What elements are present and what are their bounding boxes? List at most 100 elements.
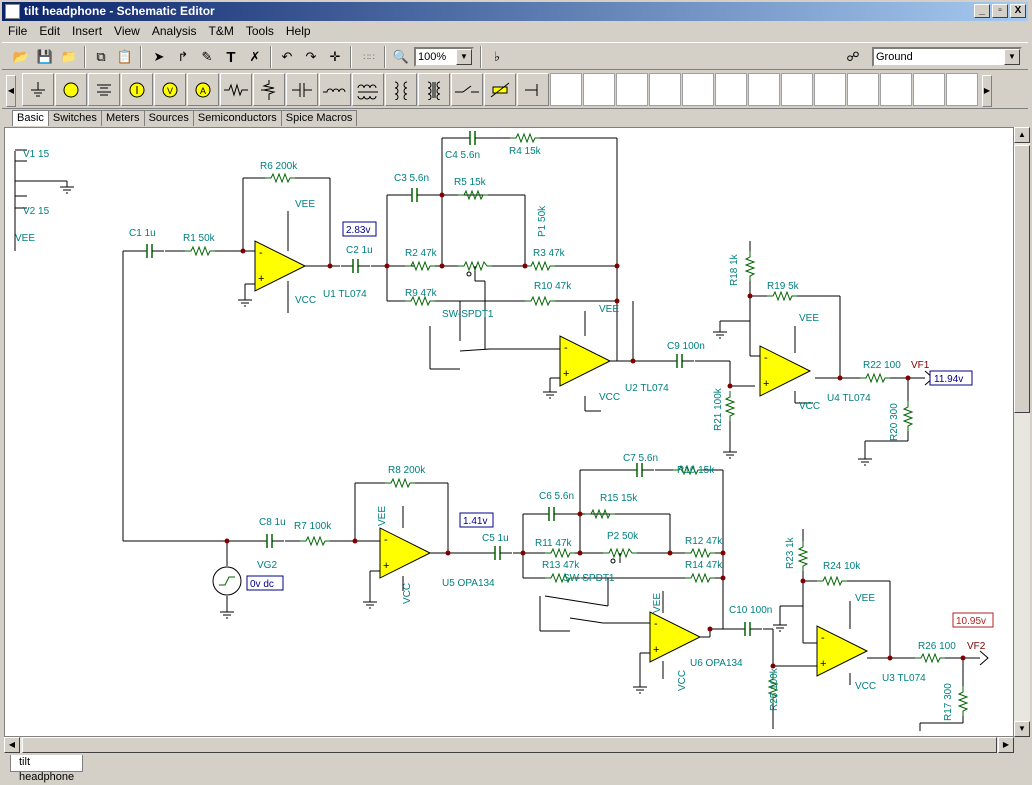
scroll-left-icon[interactable]: ◀	[4, 737, 20, 753]
palette-slot-empty[interactable]	[781, 73, 813, 106]
tab-basic[interactable]: Basic	[12, 110, 49, 126]
junction-icon[interactable]: ✛	[329, 49, 341, 64]
schematic-canvas[interactable]: -+ V1 15 V2 15 VEE	[4, 127, 1014, 737]
vertical-scrollbar[interactable]: ▲ ▼	[1014, 127, 1030, 737]
palette-slot-empty[interactable]	[550, 73, 582, 106]
varistor-icon[interactable]	[484, 73, 516, 106]
palette-slot-empty[interactable]	[649, 73, 681, 106]
vertical-scroll-thumb[interactable]	[1014, 145, 1030, 413]
menu-file[interactable]: File	[8, 24, 28, 38]
tab-spice-macros[interactable]: Spice Macros	[280, 110, 358, 126]
resistor-icon[interactable]	[220, 73, 252, 106]
horizontal-scrollbar[interactable]: ◀ ▶	[4, 737, 1014, 753]
menu-insert[interactable]: Insert	[72, 24, 103, 38]
component-select[interactable]: Ground▼	[872, 47, 1022, 67]
transformer-icon[interactable]	[385, 73, 417, 106]
undo-icon[interactable]: ↶	[281, 49, 293, 64]
palette-slot-empty[interactable]	[748, 73, 780, 106]
u1-label: U1 TL074	[323, 289, 367, 300]
transformer-ct-icon[interactable]	[418, 73, 450, 106]
zoom-select[interactable]: 100%▼	[414, 47, 474, 67]
scroll-up-icon[interactable]: ▲	[1014, 127, 1030, 143]
r2-label: R2 47k	[405, 248, 438, 259]
menu-edit[interactable]: Edit	[39, 24, 61, 38]
tab-semiconductors[interactable]: Semiconductors	[192, 110, 282, 126]
menu-tools[interactable]: Tools	[245, 24, 274, 38]
restore-button[interactable]: ▫	[992, 4, 1008, 18]
palette-tabs: Basic Switches Meters Sources Semiconduc…	[12, 110, 358, 126]
u3-vee-label: VEE	[855, 593, 875, 604]
pencil-icon[interactable]: ✎	[201, 49, 213, 64]
menu-tm[interactable]: T&M	[208, 24, 234, 38]
tab-sources[interactable]: Sources	[143, 110, 194, 126]
save-icon[interactable]: 💾	[36, 49, 54, 64]
scroll-down-icon[interactable]: ▼	[1014, 721, 1030, 737]
u4-label: U4 TL074	[827, 393, 871, 404]
menu-bar: File Edit Insert View Analysis T&M Tools…	[2, 22, 317, 41]
close-button[interactable]: X	[1010, 4, 1026, 18]
probe-vf2[interactable]	[952, 612, 994, 628]
palette-slot-empty[interactable]	[814, 73, 846, 106]
probe-tool-icon[interactable]: ♭	[493, 49, 501, 64]
probe-u5-output[interactable]	[459, 512, 494, 528]
paste-icon[interactable]: 📋	[116, 49, 134, 64]
palette-slot-empty[interactable]	[583, 73, 615, 106]
grid-icon[interactable]: ∷∷	[363, 51, 375, 62]
connector-icon[interactable]	[517, 73, 549, 106]
menu-view[interactable]: View	[114, 24, 140, 38]
probe-vf1-value: 11.94v	[934, 374, 963, 385]
delete-tool-icon[interactable]: ✗	[249, 49, 261, 64]
r6-label: R6 200k	[260, 161, 298, 172]
palette-slot-empty[interactable]	[616, 73, 648, 106]
r4-label: R4 15k	[509, 146, 542, 157]
menu-help[interactable]: Help	[285, 24, 311, 38]
ground-component-icon[interactable]	[22, 73, 54, 106]
redo-icon[interactable]: ↷	[305, 49, 317, 64]
probe-u1-value: 2.83v	[346, 225, 370, 236]
palette-slot-empty[interactable]	[682, 73, 714, 106]
c6-label: C6 5.6n	[539, 491, 574, 502]
copy-icon[interactable]: ⧉	[96, 49, 106, 64]
coupled-inductor-icon[interactable]	[352, 73, 384, 106]
current-source-icon[interactable]	[121, 73, 153, 106]
tab-meters[interactable]: Meters	[100, 110, 145, 126]
palette-scroll-left-icon[interactable]: ◀	[6, 75, 16, 107]
r1-label: R1 50k	[183, 233, 216, 244]
palette-slot-empty[interactable]	[913, 73, 945, 106]
ammeter-icon[interactable]: A	[187, 73, 219, 106]
scroll-right-icon[interactable]: ▶	[998, 737, 1014, 753]
sheet-tab-tilt-headphone[interactable]: tilt headphone	[10, 755, 84, 783]
wire-tool-icon[interactable]: ↱	[177, 49, 189, 64]
c9-label: C9 100n	[667, 341, 705, 352]
open-icon[interactable]: 📁	[60, 49, 78, 64]
text-tool-icon[interactable]: T	[226, 48, 236, 66]
palette-slot-empty[interactable]	[946, 73, 978, 106]
schematic-drawing[interactable]: -+ V1 15 V2 15 VEE	[5, 128, 1014, 737]
menu-analysis[interactable]: Analysis	[151, 24, 197, 38]
select-arrow-icon[interactable]: ➤	[153, 49, 165, 64]
tab-switches[interactable]: Switches	[47, 110, 102, 126]
palette-scroll-right-icon[interactable]: ▶	[982, 75, 992, 107]
inductor-icon[interactable]	[319, 73, 351, 106]
capacitor-icon[interactable]	[286, 73, 318, 106]
battery-icon[interactable]	[88, 73, 120, 106]
horizontal-scroll-thumb[interactable]	[22, 737, 997, 753]
palette-slot-empty[interactable]	[715, 73, 747, 106]
open-folder-icon[interactable]: 📂	[12, 49, 30, 64]
vg2-label: VG2	[257, 560, 277, 571]
u2-vee-label: VEE	[599, 304, 619, 315]
palette-slot-empty[interactable]	[880, 73, 912, 106]
vg2-value-box[interactable]	[246, 575, 284, 591]
zoom-icon[interactable]: 🔍	[392, 49, 410, 64]
r26-label: R26 100	[918, 641, 956, 652]
minimize-button[interactable]: _	[974, 4, 990, 18]
switch-icon[interactable]	[451, 73, 483, 106]
voltmeter-icon[interactable]: V	[154, 73, 186, 106]
ground-place-icon[interactable]: ☍	[846, 49, 860, 64]
palette-slot-empty[interactable]	[847, 73, 879, 106]
voltage-source-icon[interactable]	[55, 73, 87, 106]
probe-vf1[interactable]	[929, 370, 973, 386]
u1-vee-label: VEE	[295, 199, 315, 210]
potentiometer-icon[interactable]	[253, 73, 285, 106]
probe-u1-output[interactable]	[342, 221, 377, 237]
